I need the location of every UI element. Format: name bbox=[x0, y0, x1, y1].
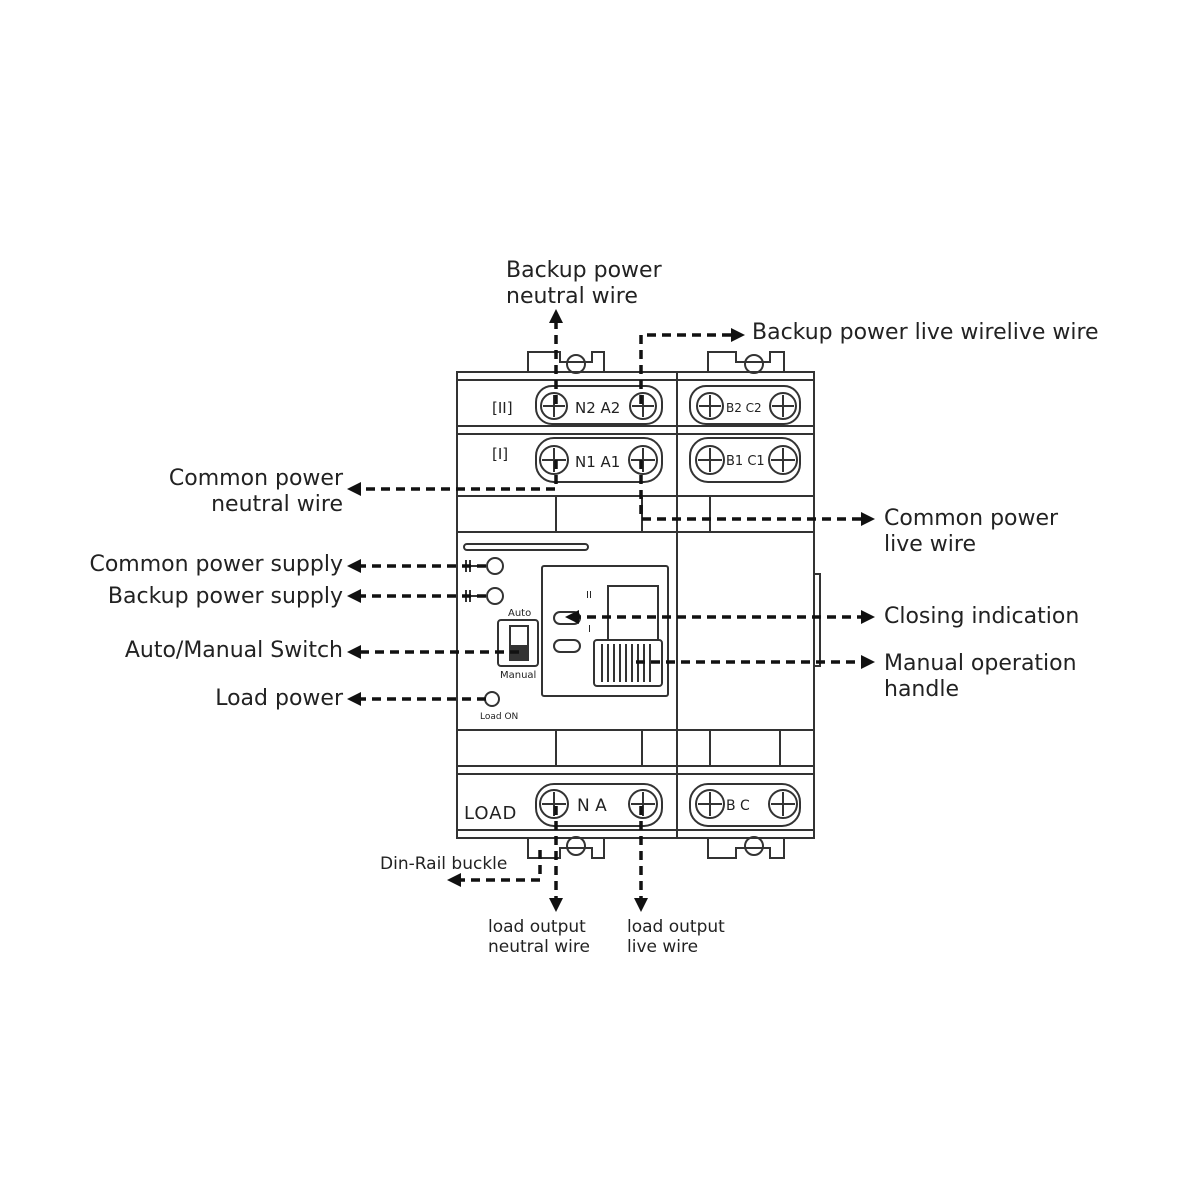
row-top-roman: [II] bbox=[492, 399, 513, 417]
indicator-ii-label: II bbox=[586, 590, 592, 601]
row-bottom-left-terminals: N A bbox=[577, 796, 607, 816]
row-bottom-right-terminals: B C bbox=[726, 798, 750, 814]
row-mid-roman: [I] bbox=[492, 445, 508, 463]
label-load-output-live-wire: load output live wire bbox=[627, 917, 725, 957]
manual-label: Manual bbox=[500, 670, 536, 681]
label-manual-operation-handle: Manual operation handle bbox=[884, 651, 1077, 702]
auto-label: Auto bbox=[508, 608, 531, 619]
label-din-rail-buckle: Din-Rail buckle bbox=[380, 854, 508, 874]
row-mid-left-terminals: N1 A1 bbox=[575, 453, 620, 471]
row-mid-right-terminals: B1 C1 bbox=[726, 454, 765, 469]
leader-lines bbox=[347, 309, 875, 912]
label-common-power-supply: Common power supply bbox=[89, 552, 343, 577]
row-top-right-terminals: B2 C2 bbox=[726, 401, 762, 415]
label-backup-power-supply: Backup power supply bbox=[107, 584, 343, 609]
load-on-label: Load ON bbox=[480, 712, 518, 722]
indicator-i-label: I bbox=[588, 624, 591, 635]
terminal-screws bbox=[539, 392, 798, 819]
label-load-power: Load power bbox=[215, 686, 343, 711]
label-common-power-neutral-wire: Common power neutral wire bbox=[168, 466, 343, 517]
front-panel bbox=[463, 543, 669, 707]
label-backup-power-live-wire: Backup power live wirelive wire bbox=[752, 320, 1099, 345]
label-load-output-neutral-wire: load output neutral wire bbox=[488, 917, 590, 957]
label-auto-manual-switch: Auto/Manual Switch bbox=[124, 638, 343, 663]
device-body bbox=[456, 351, 821, 859]
label-closing-indication: Closing indication bbox=[884, 604, 1080, 629]
row-bottom-name: LOAD bbox=[464, 803, 517, 824]
label-backup-power-neutral-wire: Backup power neutral wire bbox=[506, 258, 662, 309]
row-top-left-terminals: N2 A2 bbox=[575, 399, 620, 417]
label-common-power-live-wire: Common power live wire bbox=[884, 506, 1059, 557]
